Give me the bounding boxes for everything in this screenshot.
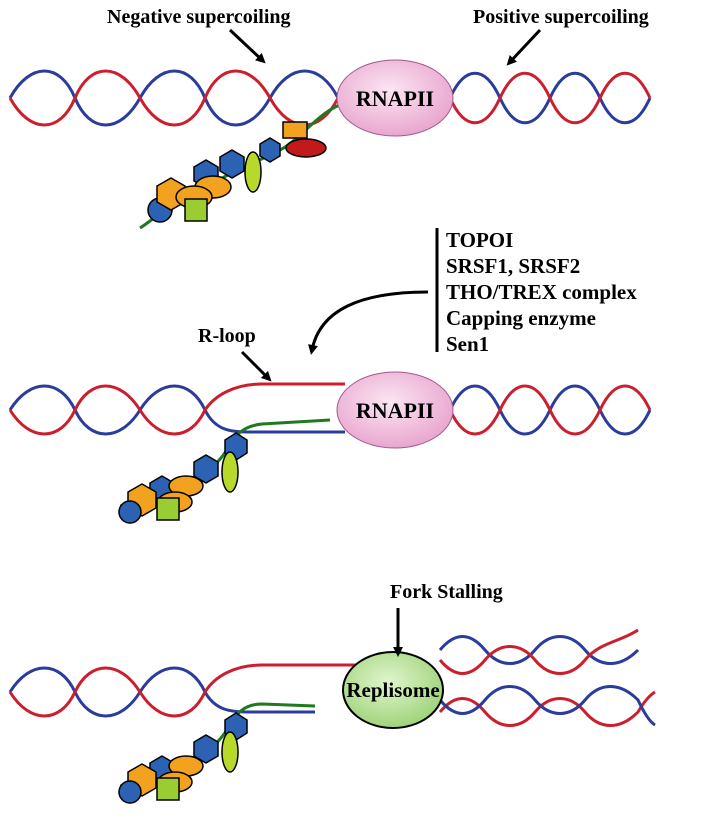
dna-helix-right-middle xyxy=(448,384,652,436)
dna-helix-right-top xyxy=(448,71,652,125)
oval-icon xyxy=(221,451,239,493)
replisome: Replisome xyxy=(342,651,444,729)
factor-item: Capping enzyme xyxy=(446,306,596,330)
square-icon xyxy=(184,198,208,222)
square-icon xyxy=(156,497,180,521)
dna-helix-left-bottom xyxy=(8,663,360,718)
circle-icon xyxy=(118,500,142,524)
factors-list: TOPOI SRSF1, SRSF2 THO/TREX complex Capp… xyxy=(308,228,637,356)
oval-icon xyxy=(221,731,239,773)
panel-bottom: Replisome Fork Stalling xyxy=(8,581,656,804)
dna-helix-left-middle xyxy=(8,382,345,436)
rloop-label: R-loop xyxy=(198,325,256,347)
cap-oval-icon xyxy=(285,138,327,158)
hexagon-icon xyxy=(219,149,245,179)
negative-supercoiling-label: Negative supercoiling xyxy=(107,6,291,28)
arrow-icon xyxy=(506,28,542,66)
dna-helix-daughter-upper xyxy=(438,628,640,675)
factor-item: TOPOI xyxy=(446,228,513,252)
dna-helix-daughter-lower xyxy=(438,685,656,727)
factor-item: SRSF1, SRSF2 xyxy=(446,254,580,278)
square-icon xyxy=(282,121,308,139)
positive-supercoiling-label: Positive supercoiling xyxy=(473,6,649,28)
factor-item: THO/TREX complex xyxy=(446,280,637,304)
fork-stalling-label: Fork Stalling xyxy=(390,581,503,603)
rnapii-label-middle: RNAPII xyxy=(356,398,434,423)
panel-middle: RNAPII R-loop xyxy=(8,325,652,524)
rnapii-top: RNAPII xyxy=(336,59,454,137)
hexagon-icon xyxy=(193,734,219,764)
arrow-icon xyxy=(228,28,266,64)
rnapii-label-top: RNAPII xyxy=(356,86,434,111)
replisome-label: Replisome xyxy=(346,678,439,702)
protein-cluster-middle xyxy=(118,432,248,524)
protein-cluster-bottom xyxy=(118,712,248,804)
rnapii-middle: RNAPII xyxy=(336,371,454,449)
oval-icon xyxy=(244,151,262,193)
factor-item: Sen1 xyxy=(446,332,489,356)
hexagon-icon xyxy=(259,137,281,163)
panel-top: RNAPII Negative supercoiling Positive su… xyxy=(8,6,652,230)
arrow-icon xyxy=(308,290,429,355)
hexagon-icon xyxy=(193,454,219,484)
protein-cluster-top xyxy=(147,121,327,223)
square-icon xyxy=(156,777,180,801)
dna-helix-left-top xyxy=(8,69,340,127)
circle-icon xyxy=(118,780,142,804)
arrow-icon xyxy=(240,350,272,382)
